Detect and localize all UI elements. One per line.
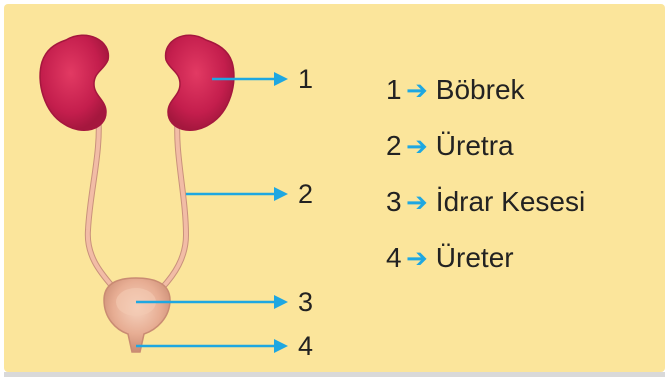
legend-label: İdrar Kesesi bbox=[436, 186, 585, 218]
legend-number: 2 bbox=[386, 130, 404, 162]
arrow-icon: ➔ bbox=[406, 243, 428, 274]
legend-item: 1 ➔ Böbrek bbox=[386, 62, 585, 118]
legend-number: 3 bbox=[386, 186, 404, 218]
legend-label: Böbrek bbox=[436, 74, 525, 106]
legend-item: 4 ➔ Üreter bbox=[386, 230, 585, 286]
callout-number-1: 1 bbox=[298, 66, 313, 93]
legend-number: 1 bbox=[386, 74, 404, 106]
callout-number-2: 2 bbox=[298, 181, 313, 208]
legend-item: 2 ➔ Üretra bbox=[386, 118, 585, 174]
callout-number-4: 4 bbox=[298, 333, 313, 360]
arrow-icon: ➔ bbox=[406, 131, 428, 162]
arrow-icon: ➔ bbox=[406, 75, 428, 106]
legend-number: 4 bbox=[386, 242, 404, 274]
legend-label: Üretra bbox=[436, 130, 514, 162]
legend-item: 3 ➔ İdrar Kesesi bbox=[386, 174, 585, 230]
legend-label: Üreter bbox=[436, 242, 514, 274]
callout-number-3: 3 bbox=[298, 289, 313, 316]
arrow-icon: ➔ bbox=[406, 187, 428, 218]
left-kidney bbox=[40, 35, 108, 130]
right-kidney bbox=[166, 35, 234, 130]
legend-list: 1 ➔ Böbrek 2 ➔ Üretra 3 ➔ İdrar Kesesi 4… bbox=[386, 62, 585, 286]
